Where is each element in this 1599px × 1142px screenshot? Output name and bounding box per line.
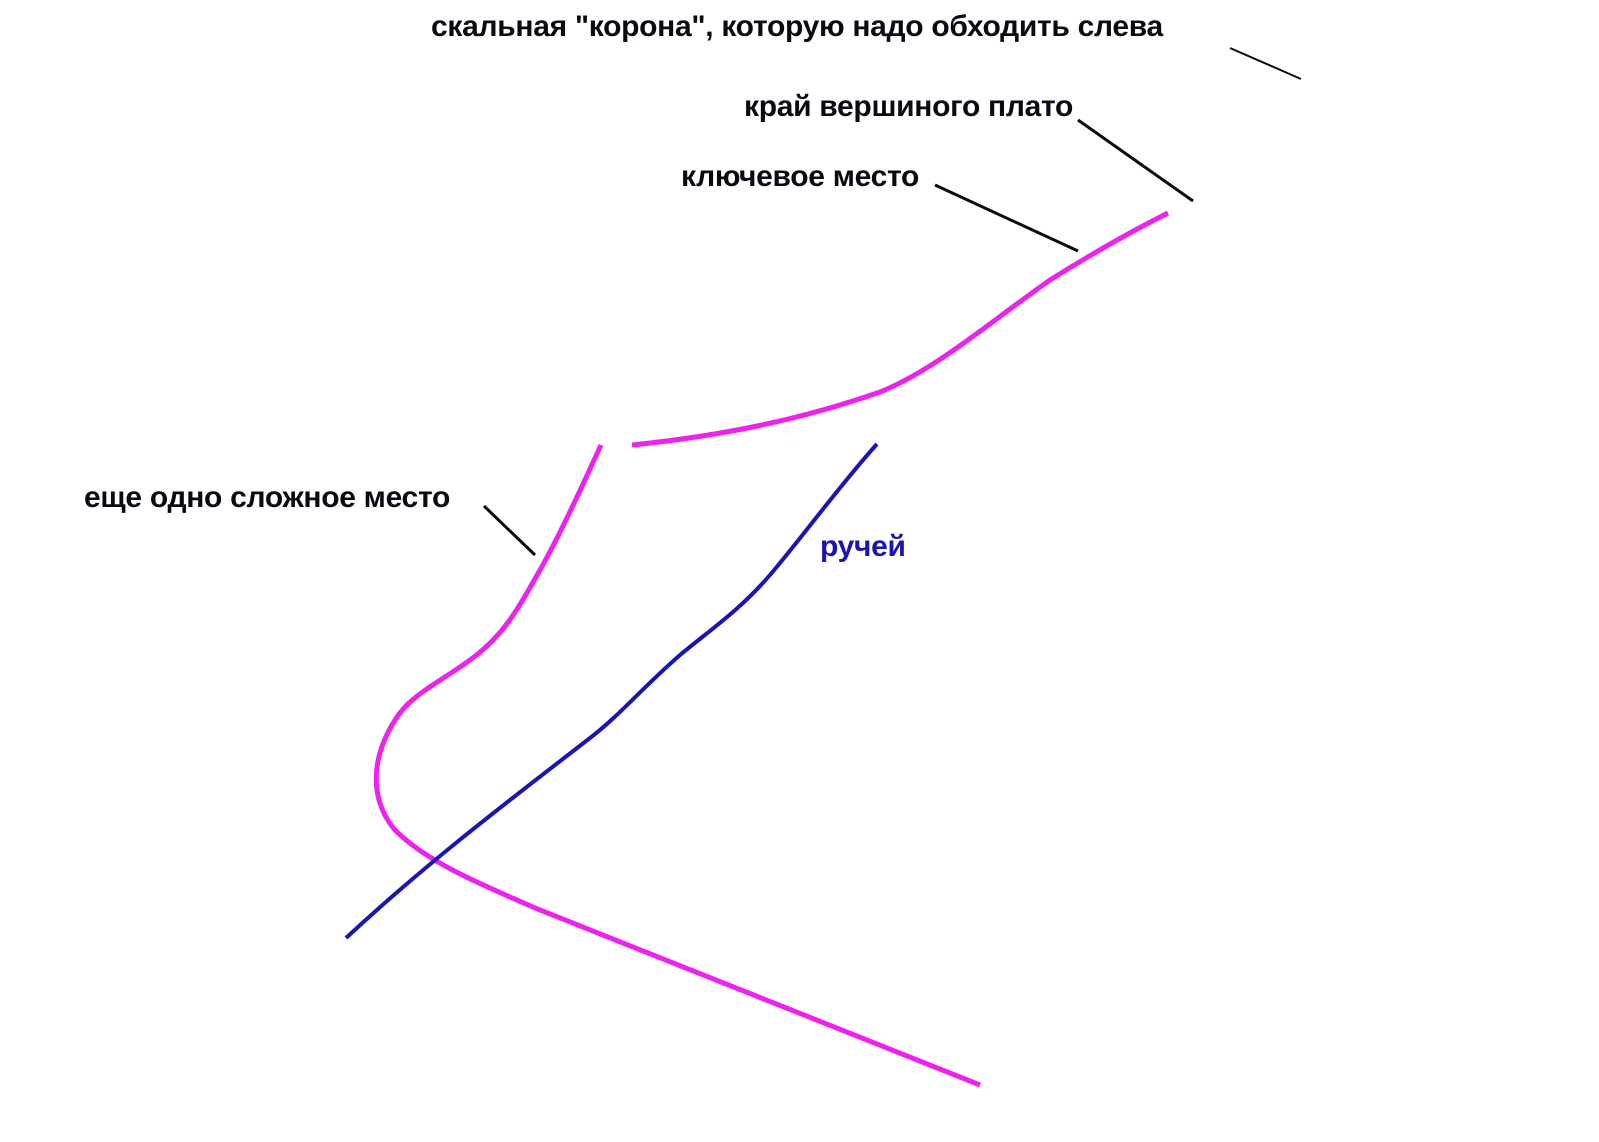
label-hard-place: еще одно сложное место bbox=[84, 481, 450, 514]
route-line-lower bbox=[373, 443, 981, 1088]
label-rock-crown: скальная "корона", которую надо обходить… bbox=[431, 10, 1163, 43]
label-plateau-edge: край вершиного плато bbox=[744, 90, 1073, 123]
label-key-place: ключевое место bbox=[681, 160, 919, 193]
route-line-upper bbox=[631, 210, 1170, 448]
leader-line-hard-place bbox=[482, 504, 537, 557]
label-stream: ручей bbox=[820, 530, 906, 563]
leader-line-plateau bbox=[1077, 118, 1194, 203]
leader-line-key-place bbox=[934, 183, 1079, 253]
stream-line bbox=[344, 442, 879, 940]
leader-line-crown bbox=[1229, 47, 1302, 80]
